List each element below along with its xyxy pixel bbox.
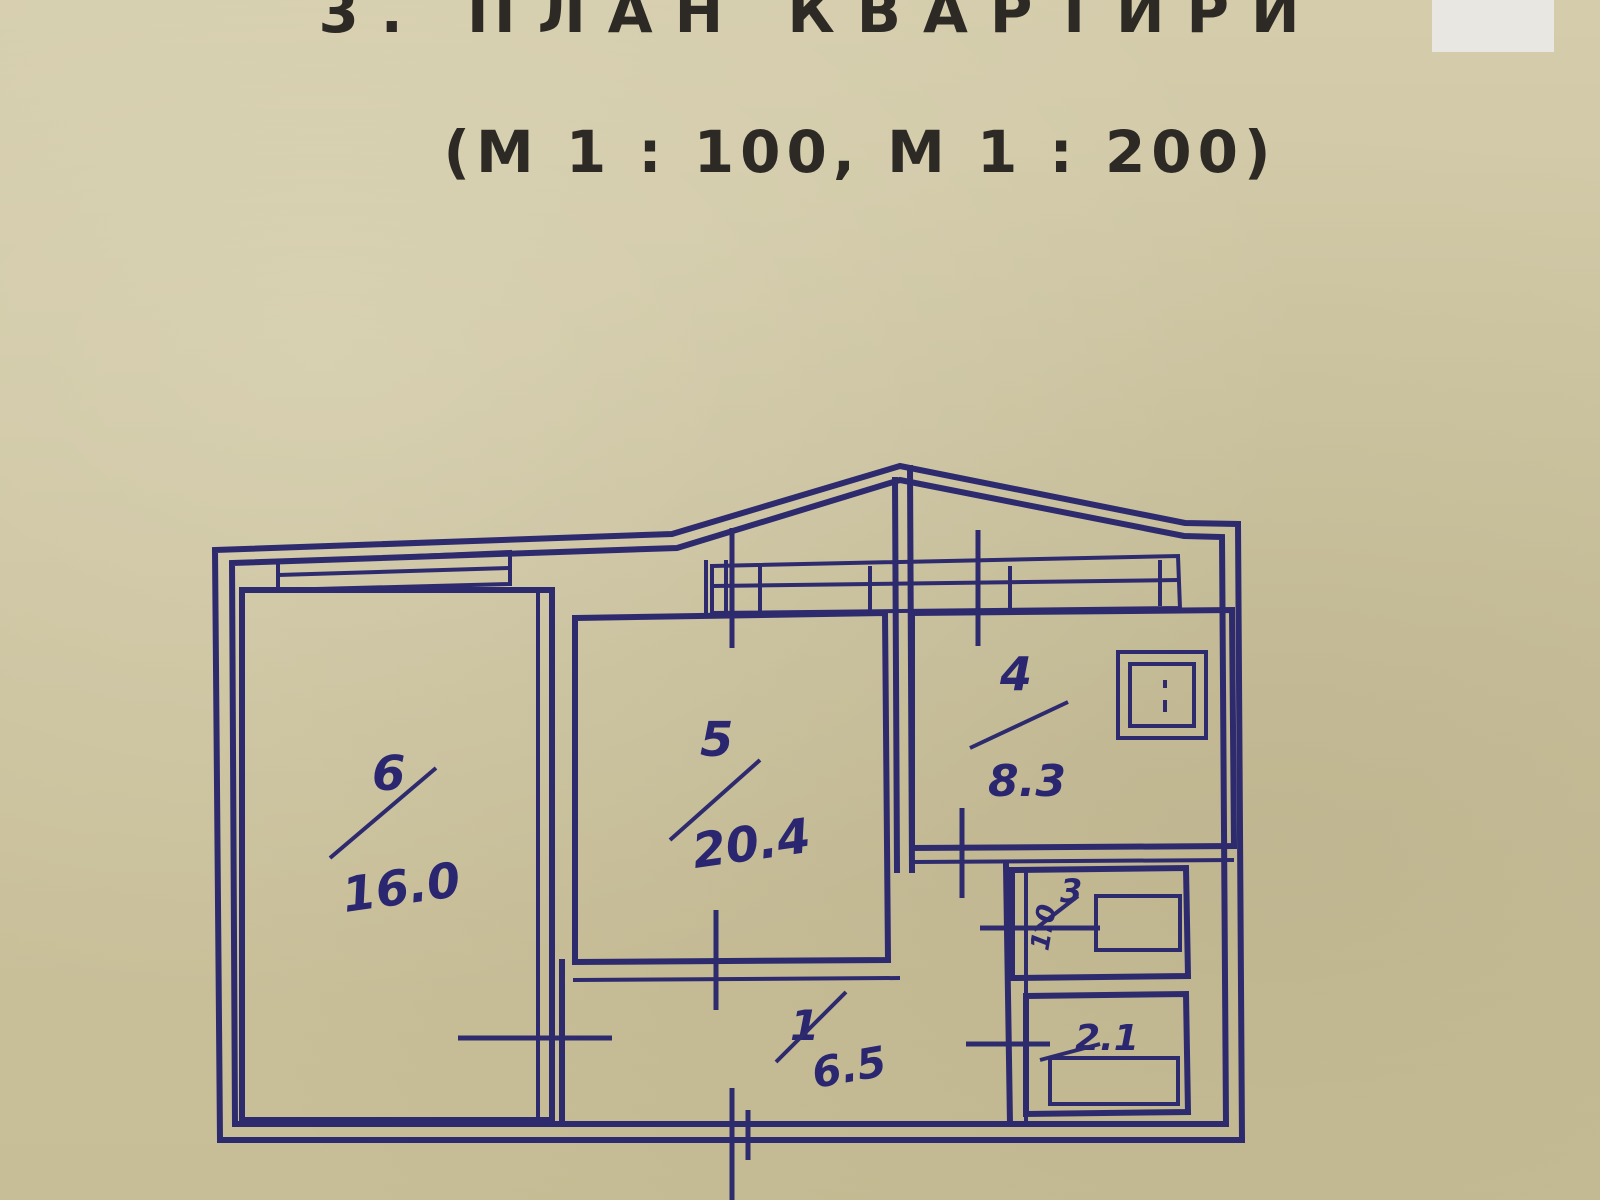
wc-outline bbox=[1023, 990, 1192, 1118]
windows bbox=[276, 549, 1183, 618]
room-3-number: 3 bbox=[1060, 872, 1082, 910]
wc-area: 2.1 bbox=[1075, 1018, 1139, 1059]
bath-fixture bbox=[1094, 894, 1182, 952]
door-marks bbox=[458, 528, 1100, 1200]
room-5-number: 5 bbox=[700, 712, 733, 768]
room-1-area: 6.5 bbox=[808, 1037, 890, 1098]
room-4-number: 4 bbox=[999, 647, 1032, 701]
outer-walls bbox=[211, 462, 1246, 1143]
room-4-area: 8.3 bbox=[988, 756, 1066, 807]
room-6-label: 6 16.0 bbox=[328, 746, 464, 924]
room-5-area: 20.4 bbox=[689, 808, 814, 880]
room-5-label: 5 20.4 bbox=[668, 712, 814, 880]
room-6-number: 6 bbox=[372, 746, 405, 802]
plan-scale: (М 1 : 100, М 1 : 200) bbox=[443, 118, 1277, 186]
plan-title: 3. ПЛАН КВАРТИРИ bbox=[318, 0, 1322, 46]
room-6-area: 16.0 bbox=[339, 852, 464, 924]
room-4-outline bbox=[909, 606, 1238, 852]
room-3-area: 1.0 bbox=[1025, 902, 1063, 953]
room-3-outline bbox=[1009, 864, 1192, 982]
wc-fixture bbox=[1048, 1056, 1180, 1106]
room-1-label: 1 6.5 bbox=[774, 990, 890, 1098]
room-4-label: 4 8.3 bbox=[969, 647, 1069, 807]
room-6-outline bbox=[239, 587, 555, 1123]
stove-symbol bbox=[1116, 650, 1208, 740]
redaction-patch bbox=[1432, 0, 1554, 52]
wc-label: 2.1 bbox=[1039, 1018, 1139, 1062]
room-3-label: 3 1.0 bbox=[1025, 872, 1082, 953]
room-5-outline bbox=[572, 609, 892, 966]
